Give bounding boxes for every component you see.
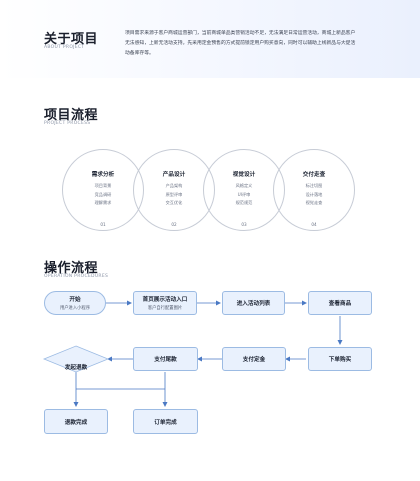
node-label: 查看商品 — [328, 301, 352, 307]
node-label: 首页展示活动入口 — [142, 297, 188, 303]
step-number: 01 — [100, 221, 106, 227]
flow-node-home: 首页展示活动入口 客户自行配置图片 — [133, 291, 197, 315]
flow-node-final: 支付尾款 — [133, 347, 198, 371]
node-label: 发起退款 — [64, 365, 88, 371]
step-number: 04 — [311, 221, 317, 227]
step-item: 原型评审 — [165, 191, 183, 197]
flow-node-refund-done: 退款完成 — [44, 409, 108, 434]
about-line: 项目需求来源于客户商城运营部门，当前商城单品类营销活动不足，无法满足日常运营活动… — [125, 31, 356, 36]
step-item: UI评审 — [237, 191, 251, 197]
flow-node-deposit: 支付定金 — [222, 347, 286, 371]
node-label: 进入活动列表 — [236, 301, 271, 307]
step-item: 设计落地 — [305, 191, 323, 197]
node-label: 退款完成 — [64, 419, 88, 426]
step-item: 规范规范 — [235, 200, 253, 205]
node-sublabel: 客户自行配置图片 — [147, 306, 183, 311]
flow-node-order: 下单购买 — [308, 347, 372, 371]
operation-title: 操作流程 — [44, 261, 99, 276]
process-step: 产品设计 产品架构 原型评审 交互优化 02 — [133, 170, 215, 227]
operation-subtitle: OPERATION PROCEDURES — [44, 274, 109, 279]
step-item: 产品架构 — [165, 183, 183, 188]
step-title: 交付走查 — [302, 172, 326, 178]
flow-node-view: 查看商品 — [308, 291, 372, 315]
step-title: 需求分析 — [91, 172, 115, 178]
step-item: 交互优化 — [165, 200, 183, 205]
about-title: 关于项目 — [44, 32, 99, 47]
flow-node-order-done: 订单完成 — [133, 409, 198, 434]
process-subtitle: PROJECT PROCESS — [44, 121, 91, 126]
process-step: 视觉设计 风格定义 UI评审 规范规范 03 — [203, 170, 285, 227]
step-item: 风格定义 — [235, 183, 253, 188]
process-title: 项目流程 — [44, 108, 99, 123]
about-line: 动备库存等。 — [125, 51, 154, 56]
step-item: 理解需求 — [94, 200, 112, 205]
step-item: 项目背景 — [94, 183, 112, 188]
about-description: 项目需求来源于客户商城运营部门，当前商城单品类营销活动不足，无法满足日常运营活动… — [125, 29, 385, 59]
flow-node-start: 开始 用户进入小程序 — [44, 291, 106, 315]
step-number: 03 — [241, 221, 247, 227]
node-label: 开始 — [69, 297, 81, 303]
node-label: 支付尾款 — [154, 357, 177, 363]
step-item: 竞品调研 — [94, 191, 112, 197]
step-title: 产品设计 — [162, 172, 186, 178]
step-title: 视觉设计 — [232, 172, 256, 178]
about-line: 无法感知，上新无活动支持。先采用定金预售的方式提前锁定用户购买意向，同时可以辅助… — [125, 41, 356, 46]
node-sublabel: 用户进入小程序 — [59, 306, 91, 311]
step-item: 标注切图 — [305, 183, 323, 188]
header-band — [0, 0, 420, 78]
about-subtitle: ABOUT PROJECT — [44, 45, 85, 50]
step-number: 02 — [171, 221, 177, 227]
flow-node-refund: 发起退款 — [44, 354, 108, 373]
node-label: 订单完成 — [154, 419, 177, 426]
process-step: 需求分析 项目背景 竞品调研 理解需求 01 — [62, 170, 144, 227]
process-step: 交付走查 标注切图 设计落地 视觉走查 04 — [273, 170, 355, 227]
node-label: 支付定金 — [242, 357, 266, 363]
node-label: 下单购买 — [328, 357, 352, 363]
process-step-circle — [273, 149, 355, 231]
step-item: 视觉走查 — [305, 200, 323, 205]
flow-node-list: 进入活动列表 — [222, 291, 285, 315]
